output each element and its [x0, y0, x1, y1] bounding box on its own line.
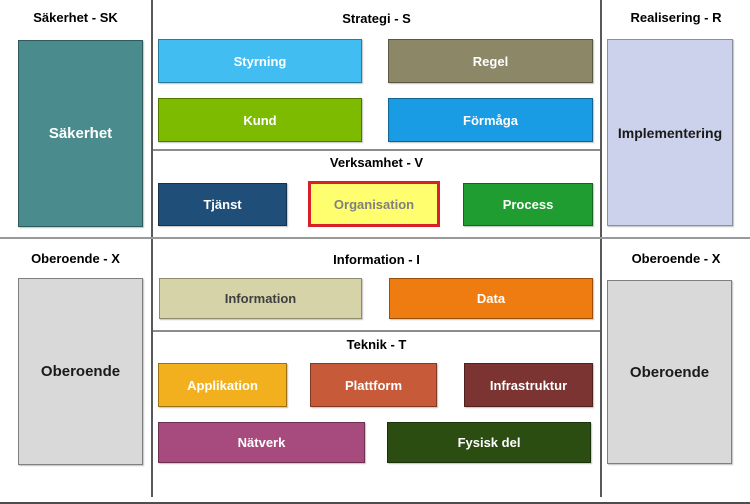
header-oberoende-x-left: Oberoende - X — [31, 251, 120, 266]
box-styrning[interactable]: Styrning — [158, 39, 362, 83]
header-teknik-t: Teknik - T — [346, 337, 407, 352]
box-sakerhet[interactable]: Säkerhet — [18, 40, 143, 227]
box-oberoende-left[interactable]: Oberoende — [18, 278, 143, 465]
box-organisation-highlighted[interactable]: Organisation — [308, 181, 440, 227]
box-oberoende-right[interactable]: Oberoende — [607, 280, 732, 464]
box-regel[interactable]: Regel — [388, 39, 593, 83]
header-information-i: Information - I — [333, 252, 420, 267]
bottom-border — [0, 502, 750, 504]
header-oberoende-x-right: Oberoende - X — [631, 251, 721, 266]
box-infrastruktur[interactable]: Infrastruktur — [464, 363, 593, 407]
box-data[interactable]: Data — [389, 278, 593, 319]
box-formaga[interactable]: Förmåga — [388, 98, 593, 142]
box-information[interactable]: Information — [159, 278, 362, 319]
box-applikation[interactable]: Applikation — [158, 363, 287, 407]
header-realisering-r: Realisering - R — [630, 10, 722, 25]
box-fysisk-del[interactable]: Fysisk del — [387, 422, 591, 463]
header-verksamhet-v: Verksamhet - V — [329, 155, 424, 170]
row-divider-full — [0, 237, 750, 239]
box-implementering[interactable]: Implementering — [607, 39, 733, 226]
box-tjanst[interactable]: Tjänst — [158, 183, 287, 226]
box-plattform[interactable]: Plattform — [310, 363, 437, 407]
box-process[interactable]: Process — [463, 183, 593, 226]
section-divider-information-technology — [153, 330, 600, 332]
box-kund[interactable]: Kund — [158, 98, 362, 142]
header-sakerhet-sk: Säkerhet - SK — [33, 10, 118, 25]
section-divider-strategy-business — [153, 149, 600, 151]
column-divider-left — [151, 0, 153, 497]
box-natverk[interactable]: Nätverk — [158, 422, 365, 463]
header-strategi-s: Strategi - S — [342, 11, 411, 26]
column-divider-right — [600, 0, 602, 497]
